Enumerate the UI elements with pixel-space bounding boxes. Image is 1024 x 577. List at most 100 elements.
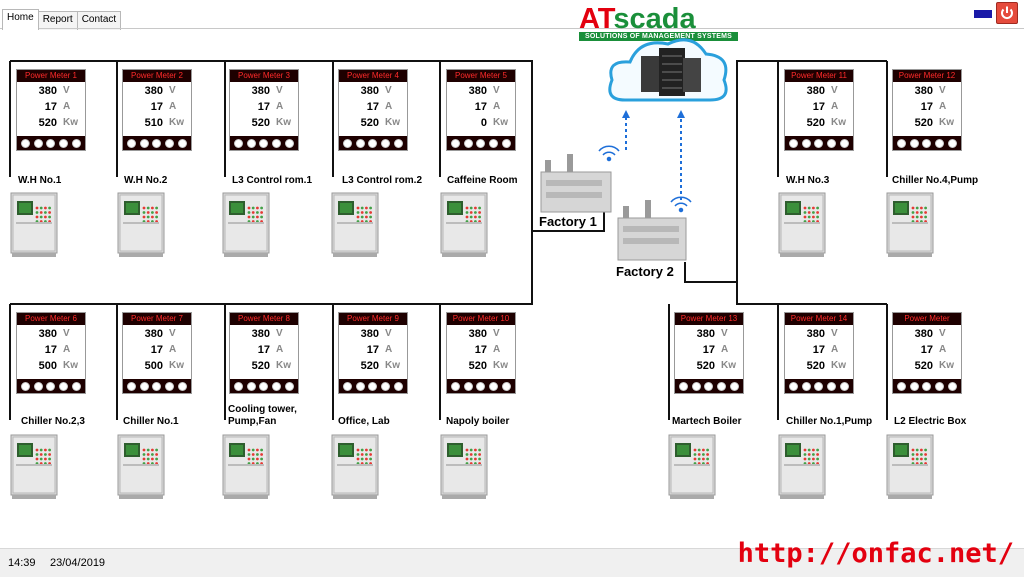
meter-button-dot [394, 381, 404, 391]
unit-a: A [939, 344, 947, 355]
meter-current: 17 [44, 344, 57, 356]
unit-v: V [831, 328, 838, 339]
meter-current: 17 [366, 344, 379, 356]
electrical-cabinet-icon[interactable] [886, 434, 934, 500]
meter-button-dot [259, 138, 269, 148]
meter-current: 17 [812, 344, 825, 356]
unit-a: A [385, 101, 393, 112]
load-label: Caffeine Room [447, 175, 518, 186]
bus-lines [9, 60, 888, 420]
minimize-icon [974, 10, 992, 18]
meter-power: 520 [251, 117, 270, 129]
meter-button-dot [450, 138, 460, 148]
unit-kw: Kw [939, 117, 954, 128]
meter-button-dot [840, 138, 850, 148]
unit-kw: Kw [831, 360, 846, 371]
meter-button-dot [463, 138, 473, 148]
electrical-cabinet-icon[interactable] [10, 192, 58, 258]
electrical-cabinet-icon[interactable] [331, 192, 379, 258]
meter-title: Power Meter 8 [230, 313, 298, 325]
electrical-cabinet-icon[interactable] [117, 434, 165, 500]
meter-current: 17 [920, 101, 933, 113]
main-area [0, 28, 1024, 549]
electrical-cabinet-icon[interactable] [331, 434, 379, 500]
minimize-button[interactable] [974, 9, 992, 19]
electrical-cabinet-icon[interactable] [440, 192, 488, 258]
electrical-cabinet-icon[interactable] [222, 192, 270, 258]
meter-button-dot [246, 381, 256, 391]
power-button[interactable] [996, 2, 1018, 24]
meter-power: 520 [360, 117, 379, 129]
meter-buttons [785, 379, 853, 393]
unit-kw: Kw [63, 117, 78, 128]
load-label: Chiller No.1 [123, 416, 179, 427]
electrical-cabinet-icon[interactable] [668, 434, 716, 500]
electrical-cabinet-icon[interactable] [440, 434, 488, 500]
unit-a: A [493, 101, 501, 112]
meter-button-dot [476, 138, 486, 148]
electrical-cabinet-icon[interactable] [778, 192, 826, 258]
meter-voltage: 380 [251, 85, 270, 97]
electrical-cabinet-icon[interactable] [10, 434, 58, 500]
load-label: Chiller No.2,3 [21, 416, 85, 427]
meter-button-dot [896, 381, 906, 391]
meter-power: 500 [144, 360, 163, 372]
meter-voltage: 380 [806, 328, 825, 340]
meter-voltage: 380 [806, 85, 825, 97]
meter-button-dot [463, 381, 473, 391]
meter-buttons [675, 379, 743, 393]
meter-buttons [447, 136, 515, 150]
meter-current: 17 [257, 101, 270, 113]
electrical-cabinet-icon[interactable] [778, 434, 826, 500]
tab-home[interactable]: Home [2, 9, 39, 30]
unit-v: V [721, 328, 728, 339]
meter-button-dot [259, 381, 269, 391]
unit-v: V [63, 328, 70, 339]
unit-v: V [939, 85, 946, 96]
tab-contact[interactable]: Contact [76, 11, 122, 30]
meter-current: 17 [474, 344, 487, 356]
meter-voltage: 380 [468, 328, 487, 340]
unit-a: A [169, 344, 177, 355]
meter-power: 520 [914, 117, 933, 129]
unit-kw: Kw [493, 117, 508, 128]
meter-button-dot [165, 138, 175, 148]
load-label: W.H No.1 [18, 175, 62, 186]
electrical-cabinet-icon[interactable] [886, 192, 934, 258]
factory-2-label: Factory 2 [616, 264, 674, 279]
electrical-cabinet-icon[interactable] [117, 192, 165, 258]
meter-button-dot [20, 381, 30, 391]
unit-a: A [63, 344, 71, 355]
meter-power: 500 [38, 360, 57, 372]
atscada-logo: ATscada SOLUTIONS OF MANAGEMENT SYSTEMS [579, 5, 739, 41]
unit-kw: Kw [276, 117, 291, 128]
electrical-cabinet-icon[interactable] [222, 434, 270, 500]
meter-voltage: 380 [251, 328, 270, 340]
meter-title: Power Meter 3 [230, 70, 298, 82]
